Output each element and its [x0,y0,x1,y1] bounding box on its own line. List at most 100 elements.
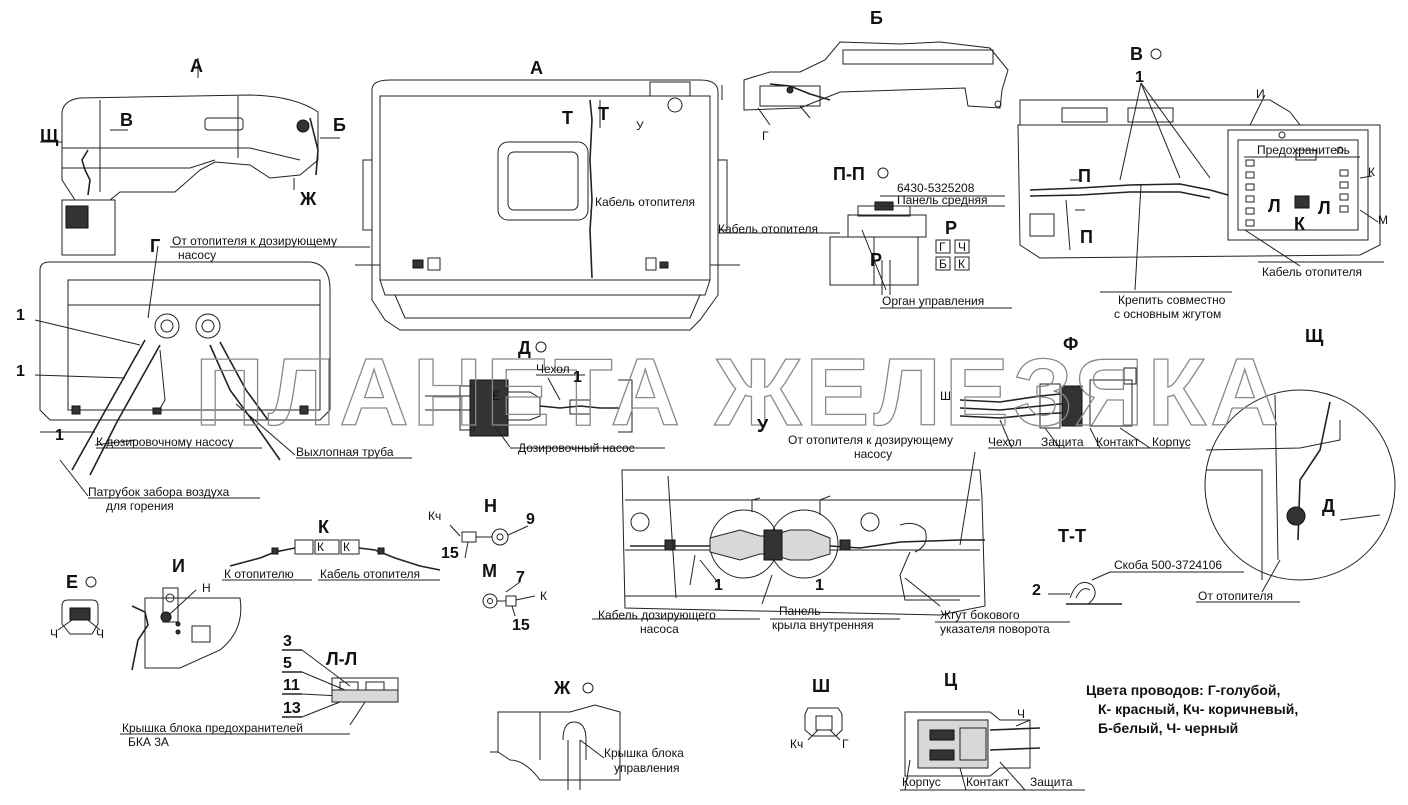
label-sh-kch: Кч [790,737,803,751]
label-attach-2: с основным жгутом [1114,307,1221,321]
marker-u: У [636,119,644,133]
label-heater-to-pump-u1: От отопителя к дозирующему [788,433,953,447]
watermark: ПЛАНЕТА ЖЕЛЕЗЯКА [195,339,1284,446]
label-turn-harness-2: указателя поворота [940,622,1050,636]
relay-b: Б [939,257,947,271]
label-from-heater: От отопителя [1198,589,1273,603]
number-1-u2: 1 [815,577,824,594]
relay-k: К [958,257,965,271]
legend-line-3: Б-белый, Ч- черный [1098,720,1238,736]
k-box-2: К [343,540,350,554]
marker-r: Р [870,250,882,270]
view-b-title: Б [870,8,883,28]
view-zh-arrow-label: Ж [299,189,317,209]
label-f-cover: Чехол [988,435,1022,449]
view-f [959,367,1190,449]
view-b-arrow-label: Б [333,115,346,135]
label-kch: Кч [428,509,441,523]
view-zh-circle-icon [582,682,594,694]
label-f-contact: Контакт [1096,435,1140,449]
number-1-b: 1 [16,363,25,380]
legend-line-2: К- красный, Кч- коричневый, [1098,701,1298,717]
label-fender-2: крыла внутренняя [772,618,874,632]
label-fender-1: Панель [779,604,820,618]
view-shch-arrow-label: Щ [40,126,59,146]
view-ll-title: Л-Л [326,649,357,669]
number-11: 11 [283,677,300,694]
label-heater-cable-pp: Кабель отопителя [718,222,818,236]
view-sh-title: Ш [812,676,830,696]
number-1-d: 1 [573,369,582,386]
label-ctrl-cover-2: управления [614,761,679,775]
label-fuse: Предохранитель [1257,143,1350,157]
label-to-heater: К отопителю [224,567,294,581]
label-attach-1: Крепить совместно [1118,293,1226,307]
label-heater-cable-a: Кабель отопителя [595,195,695,209]
label-ts-protection: Защита [1030,775,1073,789]
marker-l1: Л [1268,196,1281,216]
number-9: 9 [526,511,535,528]
view-e [57,599,101,635]
view-m-title: М [482,561,497,581]
label-control: Орган управления [882,294,984,308]
number-1-u1: 1 [714,577,723,594]
label-pump-cable-2: насоса [640,622,679,636]
terminal-n [449,524,529,559]
view-sh [804,707,843,741]
view-shch [1196,389,1396,603]
view-d-circle-icon [535,341,547,353]
label-turn-harness-1: Жгут бокового [940,608,1020,622]
view-f-title: Ф [1063,334,1078,354]
view-ts [900,711,1085,791]
marker-p1: П [1078,166,1091,186]
view-pp-circle-icon [877,167,889,179]
view-tt [1048,571,1244,605]
view-i [131,587,242,671]
legend-line-1: Цвета проводов: Г-голубой, [1086,682,1280,698]
label-ctrl-cover-1: Крышка блока [604,746,684,760]
marker-d: Д [1322,496,1335,516]
marker-l2: Л [1318,198,1331,218]
label-panel-middle: Панель средняя [897,193,988,207]
relay-ch: Ч [958,240,966,254]
label-fuse-cover-2: БКА 3А [128,735,169,749]
marker-ch2: Ч [96,627,104,641]
marker-i: И [1256,87,1265,101]
k-box-1: К [317,540,324,554]
terminal-m [482,581,536,617]
label-sh-g: Г [842,737,849,751]
label-to-pump: К дозировочному насосу [96,435,233,449]
view-v-arrow-label: В [120,110,133,130]
marker-p2: П [1080,227,1093,247]
label-heater-cable-v: Кабель отопителя [1262,265,1362,279]
view-zh-title: Ж [553,678,571,698]
view-zh [490,704,621,790]
label-ts-body: Корпус [902,775,941,789]
marker-g-top: Г [762,129,769,143]
view-r-title: Р [945,218,957,238]
number-7: 7 [516,569,525,586]
view-e-circle-icon [85,576,97,588]
marker-n: Н [202,581,211,595]
exhaust-panel [34,245,412,499]
number-2: 2 [1032,582,1041,599]
marker-k: К [1368,165,1375,179]
view-d [425,374,665,449]
number-13: 13 [283,700,301,717]
label-pump-cable-1: Кабель дозирующего [598,608,716,622]
view-v-title: В [1130,44,1143,64]
label-heater-to-pump-u2: насосу [854,447,892,461]
view-v-circle-icon [1150,48,1162,60]
view-v [1017,82,1384,293]
view-a-title: А [530,58,543,78]
view-tt-title: Т-Т [1058,526,1086,546]
number-3: 3 [283,633,292,650]
label-heater-cable-k: Кабель отопителя [320,567,420,581]
label-dosing-pump: Дозировочный насос [518,441,635,455]
side-view-a [40,58,340,256]
number-15-a: 15 [441,545,459,562]
label-f-protection: Защита [1041,435,1084,449]
marker-g-left: Г [150,236,160,256]
